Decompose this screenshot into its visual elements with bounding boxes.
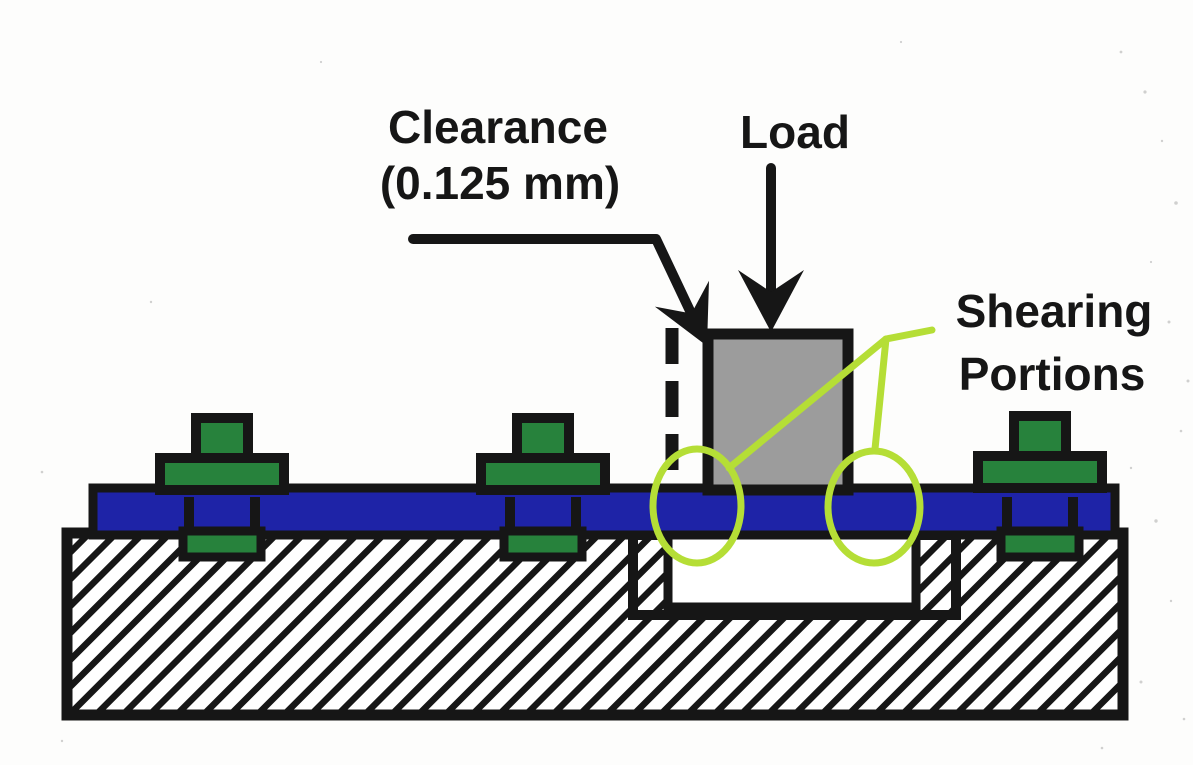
shearing-leader-left: [725, 335, 890, 472]
clearance-arrowhead: [654, 280, 709, 346]
load-arrowhead: [738, 270, 804, 332]
bolt-shank-left: [505, 497, 515, 535]
scan-speckle: [40, 40, 1190, 750]
clamp-bolt-left: [155, 413, 289, 562]
bolt-shank-left: [1002, 497, 1012, 535]
bolt-nut: [996, 526, 1084, 562]
clearance-label-line1: Clearance: [388, 101, 608, 153]
shearing-annotations: [649, 326, 936, 567]
clamp-bolt-middle: [476, 413, 610, 562]
bolt-nut: [499, 526, 587, 562]
bolt-shank-left: [184, 497, 194, 535]
bolt-shank-right: [571, 497, 581, 535]
shearing-portion-circle-left: [649, 445, 745, 567]
bolt-shank-right: [1068, 497, 1078, 535]
clearance-leader-line: [408, 234, 705, 337]
punch: [702, 328, 854, 496]
die-cavity: [663, 530, 921, 612]
clearance-label-line2: (0.125 mm): [380, 157, 620, 209]
shearing-label-line1: Shearing: [956, 285, 1153, 337]
clamp-bolt-right: [973, 411, 1107, 562]
bolt-nut: [178, 526, 266, 562]
load-label: Load: [740, 106, 850, 158]
shearing-portion-circle-right: [824, 447, 924, 567]
shearing-leader-right: [871, 326, 936, 453]
shearing-label-line2: Portions: [959, 348, 1146, 400]
clamp-washer: [155, 453, 289, 495]
bolt-shank-right: [250, 497, 260, 535]
clamp-washer: [973, 451, 1107, 493]
clamp-washer: [476, 453, 610, 495]
